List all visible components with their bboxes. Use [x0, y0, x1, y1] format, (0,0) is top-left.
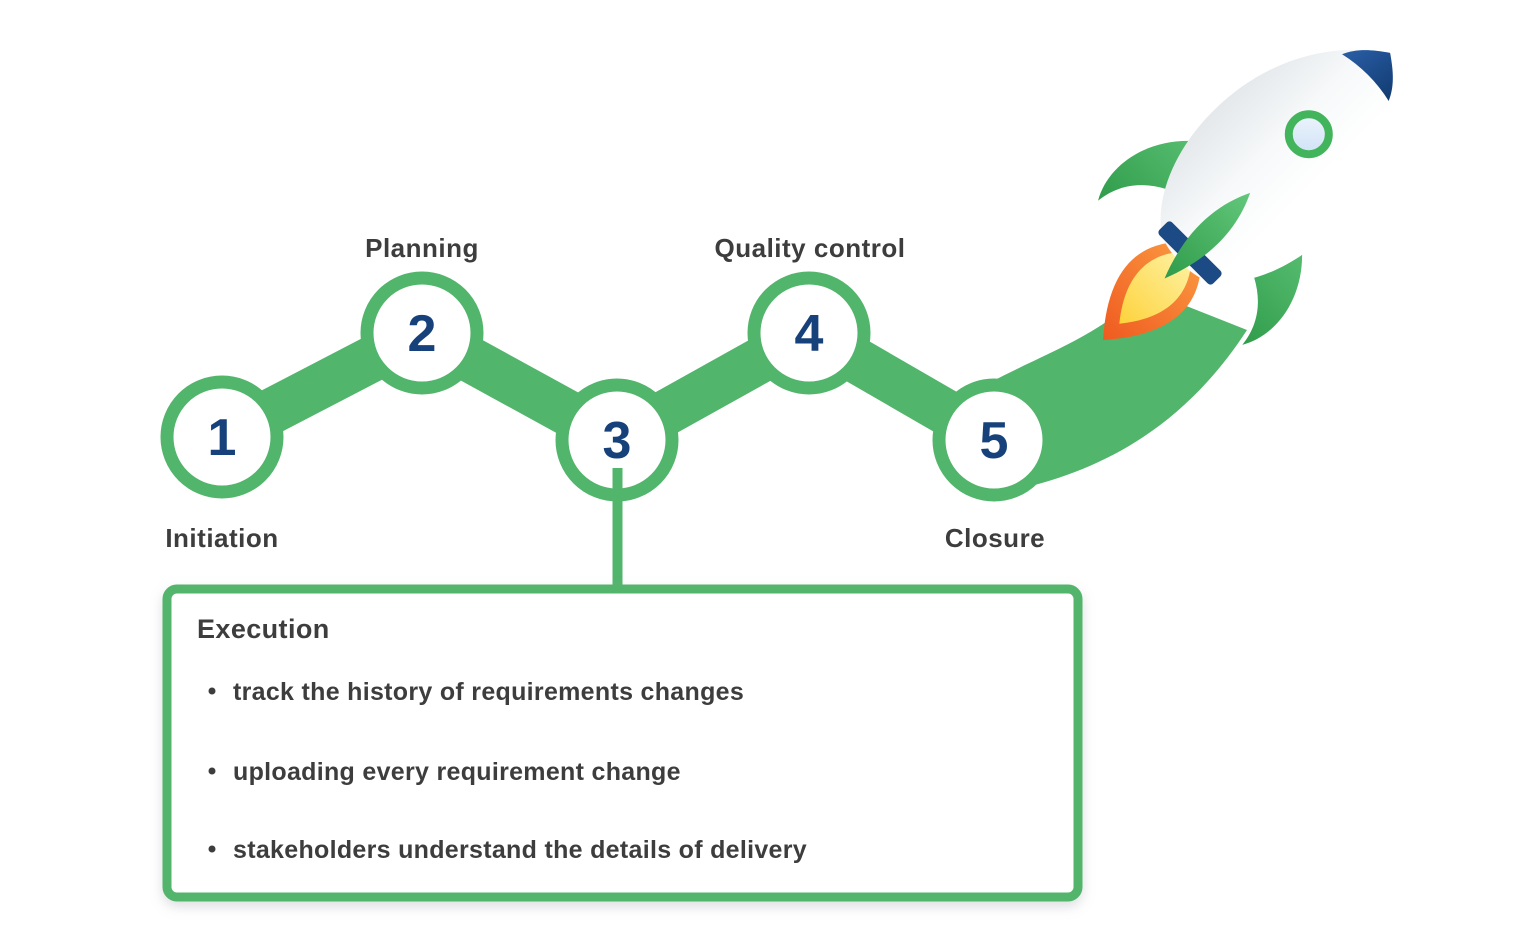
bullet-text: uploading every requirement change — [233, 758, 681, 786]
step-node-1: 1 — [160, 375, 284, 499]
step-label-planning: Planning — [365, 233, 479, 263]
rocket-fin-center — [1164, 192, 1251, 279]
step-number-3: 3 — [603, 412, 632, 470]
callout-box — [162, 584, 1083, 902]
step-circle-1 — [160, 375, 284, 499]
bullet-item: track the history of requirements change… — [208, 678, 744, 706]
step-circle-2 — [360, 271, 484, 395]
bullet-text: stakeholders understand the details of d… — [233, 836, 807, 864]
step-label-quality-control: Quality control — [715, 233, 906, 263]
rocket-window-ring — [1284, 110, 1333, 159]
step-node-5: 5 — [932, 378, 1056, 502]
bullet-text: track the history of requirements change… — [233, 678, 744, 706]
step-number-2: 2 — [408, 305, 437, 363]
step-circle-4 — [747, 271, 871, 395]
step-label-initiation: Initiation — [165, 523, 278, 553]
step-number-5: 5 — [980, 412, 1009, 470]
step-number-4: 4 — [795, 305, 824, 363]
step-node-4: 4 — [747, 271, 871, 395]
step-node-2: 2 — [360, 271, 484, 395]
bullet-item: uploading every requirement change — [208, 758, 681, 786]
rocket-icon — [1098, 49, 1394, 345]
step-node-3: 3 — [555, 378, 679, 502]
rocket-window-glass — [1292, 118, 1325, 151]
bullet-dot — [208, 767, 216, 775]
step-number-1: 1 — [208, 409, 237, 467]
rocket-nose-cone — [1342, 50, 1393, 101]
step-label-closure: Closure — [945, 523, 1045, 553]
bullet-item: stakeholders understand the details of d… — [208, 836, 807, 864]
step-circle-5 — [932, 378, 1056, 502]
callout-title: Execution — [197, 614, 330, 644]
bullet-dot — [208, 845, 216, 853]
bullet-dot — [208, 687, 216, 695]
